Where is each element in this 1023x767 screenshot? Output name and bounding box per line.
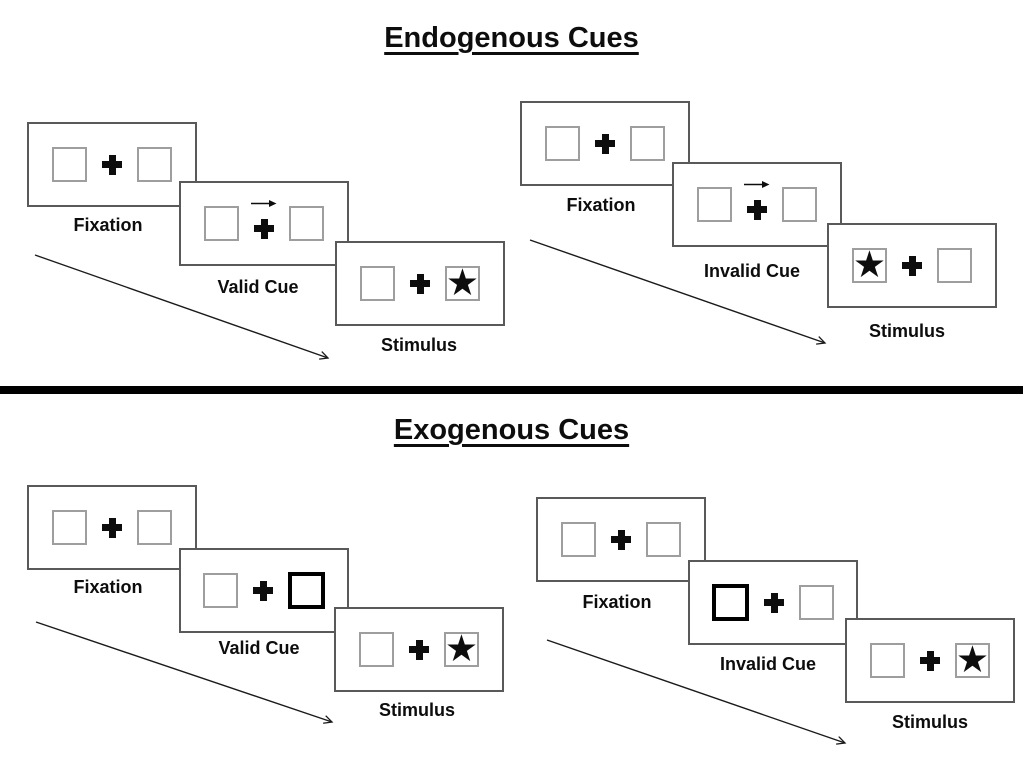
cue-frame xyxy=(688,560,858,645)
star-icon: ★ xyxy=(444,626,479,670)
stimulus-frame: ★ xyxy=(335,241,505,326)
left-placeholder-box xyxy=(204,206,239,241)
right-placeholder-box xyxy=(289,206,324,241)
frame-label: Stimulus xyxy=(868,321,946,341)
section-title-text: Endogenous Cues xyxy=(384,22,639,54)
target-box: ★ xyxy=(444,626,479,670)
right-placeholder-box xyxy=(937,248,972,283)
fixation-cross-icon xyxy=(920,650,940,671)
section-title-endogenous: Endogenous Cues xyxy=(0,22,1023,55)
section-title-exogenous: Exogenous Cues xyxy=(0,414,1023,447)
right-placeholder-box xyxy=(137,510,172,545)
frame-label: Valid Cue xyxy=(217,277,299,297)
star-icon: ★ xyxy=(955,637,990,681)
right-placeholder-box xyxy=(782,187,817,222)
right-placeholder-box xyxy=(646,522,681,557)
fixation-cross-icon xyxy=(409,639,429,660)
left-placeholder-box xyxy=(52,147,87,182)
target-box: ★ xyxy=(955,637,990,681)
left-placeholder-box xyxy=(561,522,596,557)
right-placeholder-box xyxy=(137,147,172,182)
fixation-cross-icon xyxy=(410,273,430,294)
fixation-cross-icon xyxy=(902,255,922,276)
star-icon: ★ xyxy=(445,260,480,304)
frame-label: Stimulus xyxy=(891,712,969,732)
cue-highlight-box xyxy=(712,584,749,621)
left-placeholder-box xyxy=(697,187,732,222)
fixation-cross-icon xyxy=(253,580,273,601)
target-box: ★ xyxy=(445,260,480,304)
cue-frame xyxy=(179,548,349,633)
left-placeholder-box xyxy=(203,573,238,608)
frame-label: Fixation xyxy=(73,215,143,235)
cue-arrow-icon xyxy=(744,181,770,188)
frame-label: Invalid Cue xyxy=(719,654,817,674)
cue-arrow-icon xyxy=(251,200,277,207)
frame-label: Fixation xyxy=(73,577,143,597)
frame-label: Valid Cue xyxy=(218,638,300,658)
fixation-frame xyxy=(520,101,690,186)
fixation-frame xyxy=(27,485,197,570)
fixation-cross-icon xyxy=(764,592,784,613)
section-divider xyxy=(0,386,1023,394)
right-placeholder-box xyxy=(799,585,834,620)
fixation-cross-icon xyxy=(254,218,274,239)
sequence-arrow xyxy=(35,621,332,722)
sequence-arrow xyxy=(529,239,825,343)
fixation-cross-icon xyxy=(611,529,631,550)
frame-label: Fixation xyxy=(566,195,636,215)
cue-frame xyxy=(672,162,842,247)
section-title-text: Exogenous Cues xyxy=(393,414,630,446)
frame-label: Fixation xyxy=(582,592,652,612)
frame-label: Stimulus xyxy=(380,335,458,355)
stimulus-frame: ★ xyxy=(334,607,504,692)
sequence-arrow xyxy=(34,254,328,358)
stimulus-frame: ★ xyxy=(845,618,1015,703)
left-placeholder-box xyxy=(360,266,395,301)
fixation-cross-icon xyxy=(102,517,122,538)
fixation-frame xyxy=(27,122,197,207)
right-placeholder-box xyxy=(630,126,665,161)
left-placeholder-box xyxy=(52,510,87,545)
left-placeholder-box xyxy=(870,643,905,678)
fixation-cross-icon xyxy=(102,154,122,175)
cue-frame xyxy=(179,181,349,266)
cue-highlight-box xyxy=(288,572,325,609)
frame-label: Invalid Cue xyxy=(703,261,801,281)
stimulus-frame: ★ xyxy=(827,223,997,308)
frame-label: Stimulus xyxy=(378,700,456,720)
left-placeholder-box xyxy=(545,126,580,161)
sequence-arrow xyxy=(546,639,845,743)
fixation-cross-icon xyxy=(595,133,615,154)
star-icon: ★ xyxy=(852,242,887,286)
target-box: ★ xyxy=(852,242,887,286)
left-placeholder-box xyxy=(359,632,394,667)
fixation-frame xyxy=(536,497,706,582)
fixation-cross-icon xyxy=(747,199,767,220)
